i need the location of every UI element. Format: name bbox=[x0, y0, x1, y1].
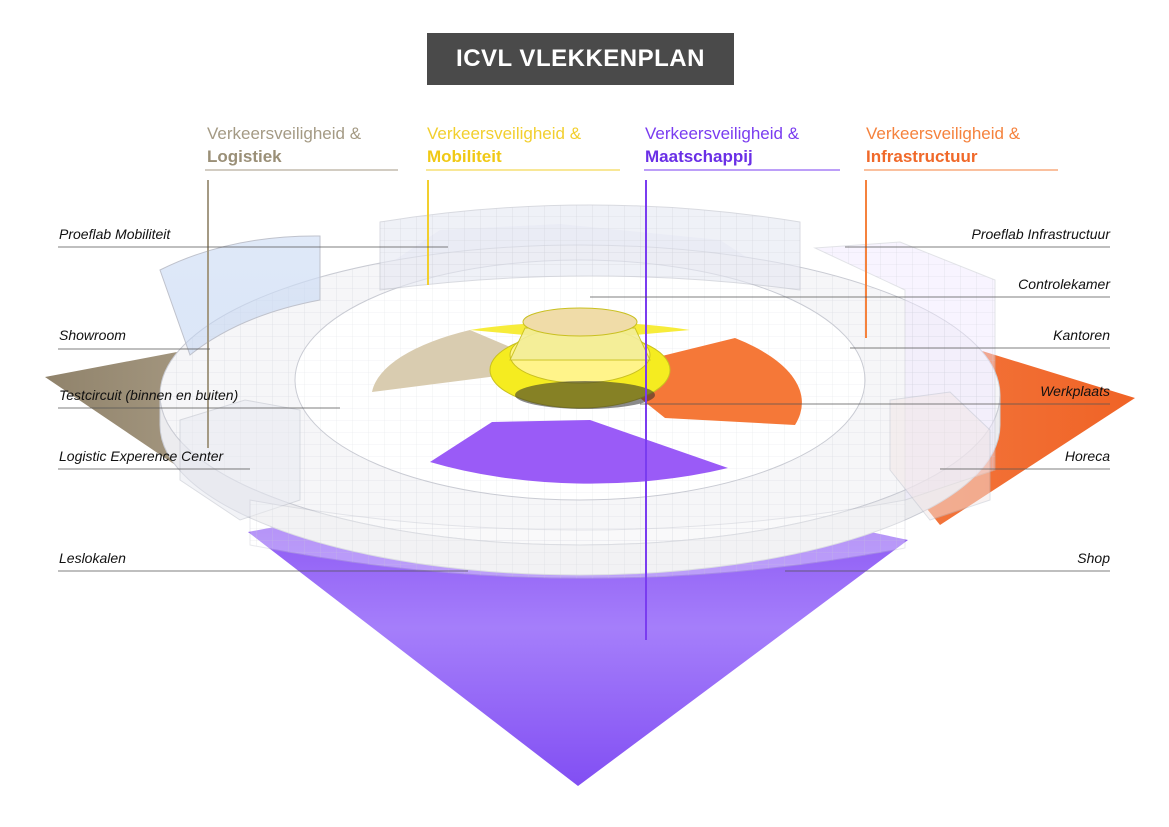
label-werkplaats: Werkplaats bbox=[1040, 383, 1110, 399]
label-kantoren: Kantoren bbox=[1053, 327, 1110, 343]
theme-logistiek: Verkeersveiligheid & Logistiek bbox=[207, 124, 362, 166]
label-logistic-experence-center: Logistic Experence Center bbox=[59, 448, 224, 464]
zone-maatschappij bbox=[430, 420, 728, 484]
leader-lines-left bbox=[58, 246, 468, 572]
label-testcircuit: Testcircuit (binnen en buiten) bbox=[59, 387, 239, 403]
theme-maatschappij: Verkeersveiligheid & Maatschappij bbox=[645, 124, 800, 166]
zone-logistiek bbox=[372, 330, 560, 392]
label-showroom: Showroom bbox=[59, 327, 126, 343]
theme-mobiliteit: Verkeersveiligheid & Mobiliteit bbox=[427, 124, 582, 166]
label-shop: Shop bbox=[1077, 550, 1110, 566]
label-controlekamer: Controlekamer bbox=[1018, 276, 1110, 292]
label-proeflab-mobiliteit: Proeflab Mobiliteit bbox=[59, 226, 171, 242]
label-horeca: Horeca bbox=[1064, 448, 1110, 464]
page-title: ICVL VLEKKENPLAN bbox=[427, 33, 734, 85]
label-leslokalen: Leslokalen bbox=[59, 550, 126, 566]
leader-lines-right bbox=[590, 246, 1110, 572]
label-proeflab-infrastructuur: Proeflab Infrastructuur bbox=[971, 226, 1110, 242]
theme-infrastructuur: Verkeersveiligheid & Infrastructuur bbox=[866, 124, 1021, 166]
